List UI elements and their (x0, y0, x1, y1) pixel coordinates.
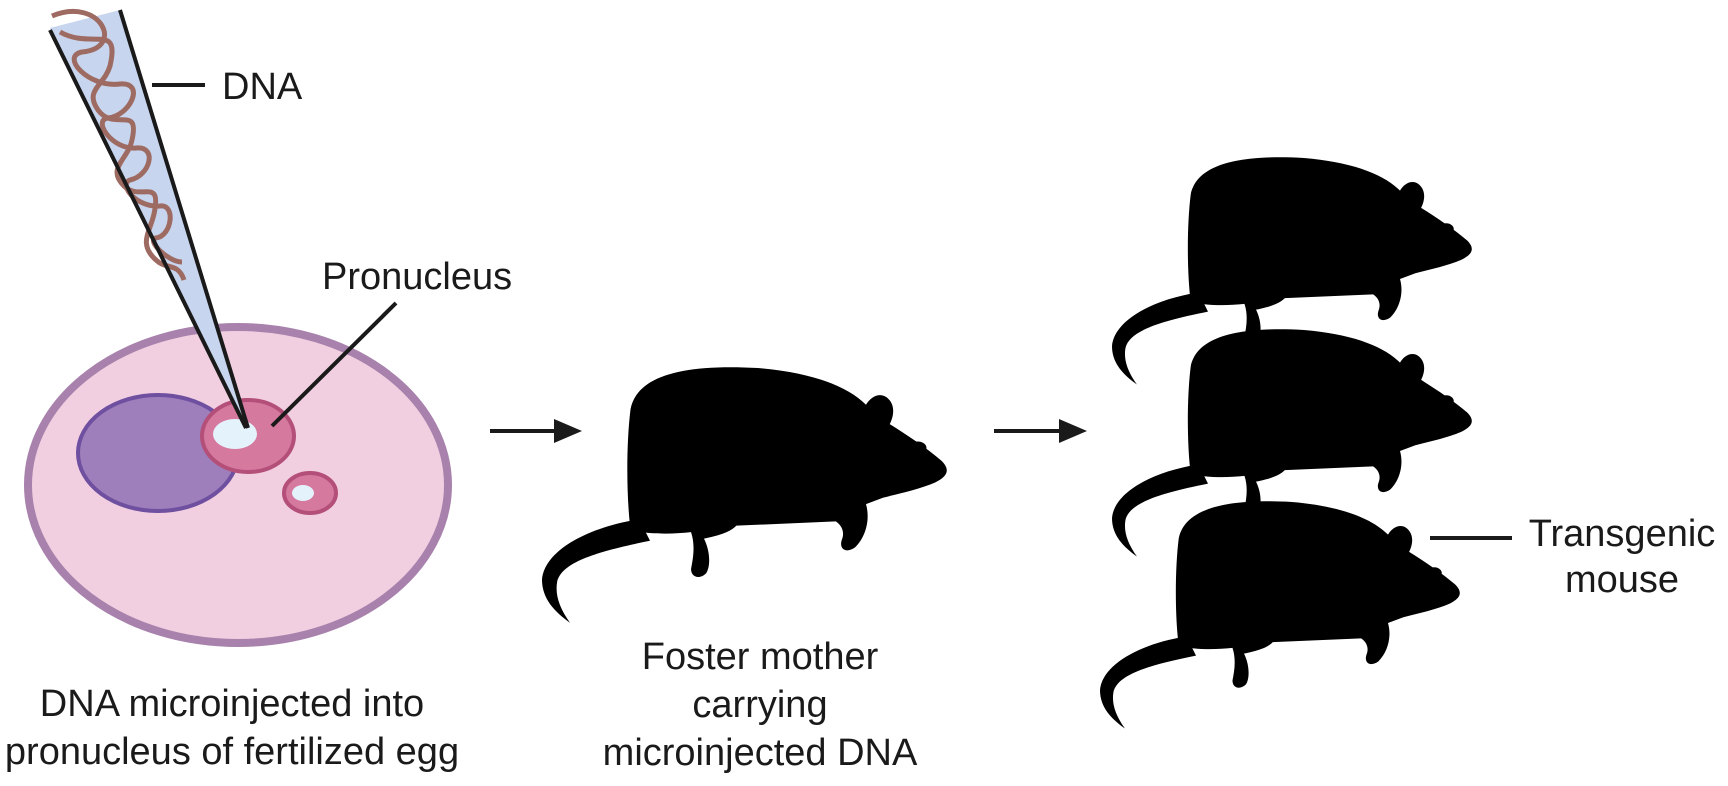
arrow-to-foster-mother (490, 419, 582, 443)
dna-label: DNA (222, 66, 303, 108)
transgenic-label-line1: Transgenic (1528, 513, 1716, 555)
foster-mother-mouse (542, 367, 947, 623)
pipette-wall-left (48, 29, 248, 429)
pronucleus-leader-line (270, 301, 398, 428)
pipette-wall-right (118, 9, 250, 429)
polar-body-core (292, 485, 314, 501)
fertilized-egg (24, 323, 452, 647)
egg-caption-line2: pronucleus of fertilized egg (4, 731, 460, 773)
dna-helix-strand-b (58, 29, 187, 281)
transgenic-offspring-mouse (1100, 501, 1460, 729)
foster-caption-line3: microinjected DNA (602, 732, 918, 774)
egg-caption-line1: DNA microinjected into (39, 683, 425, 725)
dna-helix-strand-a (51, 8, 183, 265)
pronucleus-label: Pronucleus (322, 256, 513, 298)
pronucleus-core (213, 419, 257, 449)
micropipette (48, 8, 250, 430)
transgenic-label-line2: mouse (1564, 559, 1680, 601)
foster-caption-line2: carrying (692, 684, 828, 726)
foster-caption-line1: Foster mother (641, 636, 879, 678)
arrow-to-offspring (994, 419, 1087, 443)
